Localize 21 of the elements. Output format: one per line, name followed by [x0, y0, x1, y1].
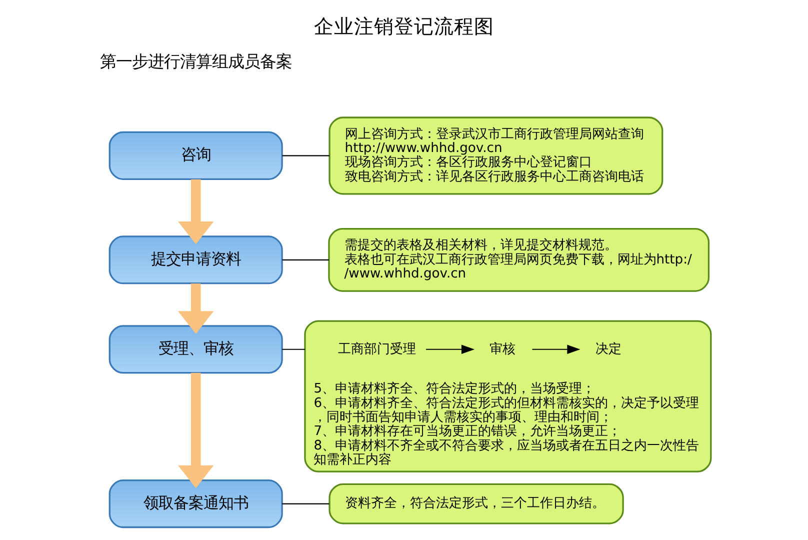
label: 第一步进行清算组成员备案: [100, 52, 292, 71]
node-box: 受理、审核: [108, 325, 283, 374]
node-text: 工商部门受理: [338, 342, 416, 357]
diagram-title: 企业注销登记流程图: [314, 14, 494, 38]
node-box: 资料齐全，符合法定形式，三个工作日办结。: [328, 483, 624, 524]
arrow: [178, 179, 214, 244]
arrow: [532, 344, 580, 354]
node-text: 审核: [489, 342, 516, 357]
arrow: [178, 372, 214, 488]
connector: [282, 259, 329, 260]
connector: [282, 503, 330, 504]
node-box: 领取备案通知书: [108, 480, 283, 528]
connector: [282, 155, 330, 156]
node-text: 决定: [595, 342, 622, 357]
connector: [282, 348, 305, 350]
node-box: 提交申请资料: [108, 236, 283, 284]
arrow: [426, 344, 475, 354]
arrow: [178, 283, 214, 334]
node-box: 需提交的表格及相关材料，详见提交材料规范。 表格也可在武汉工商行政管理局网页免费下载，网址为http://www.whhd.gov.cn: [328, 228, 710, 292]
node-box: 咨询: [108, 131, 283, 180]
node-box: 网上咨询方式：登录武汉市工商行政管理局网站查询 http://www.whhd.gov.cn 现场咨询方式：各区行政服务中心登记窗口 致电咨询方式：详见各区行政服务中心工商咨询电话: [328, 116, 664, 195]
